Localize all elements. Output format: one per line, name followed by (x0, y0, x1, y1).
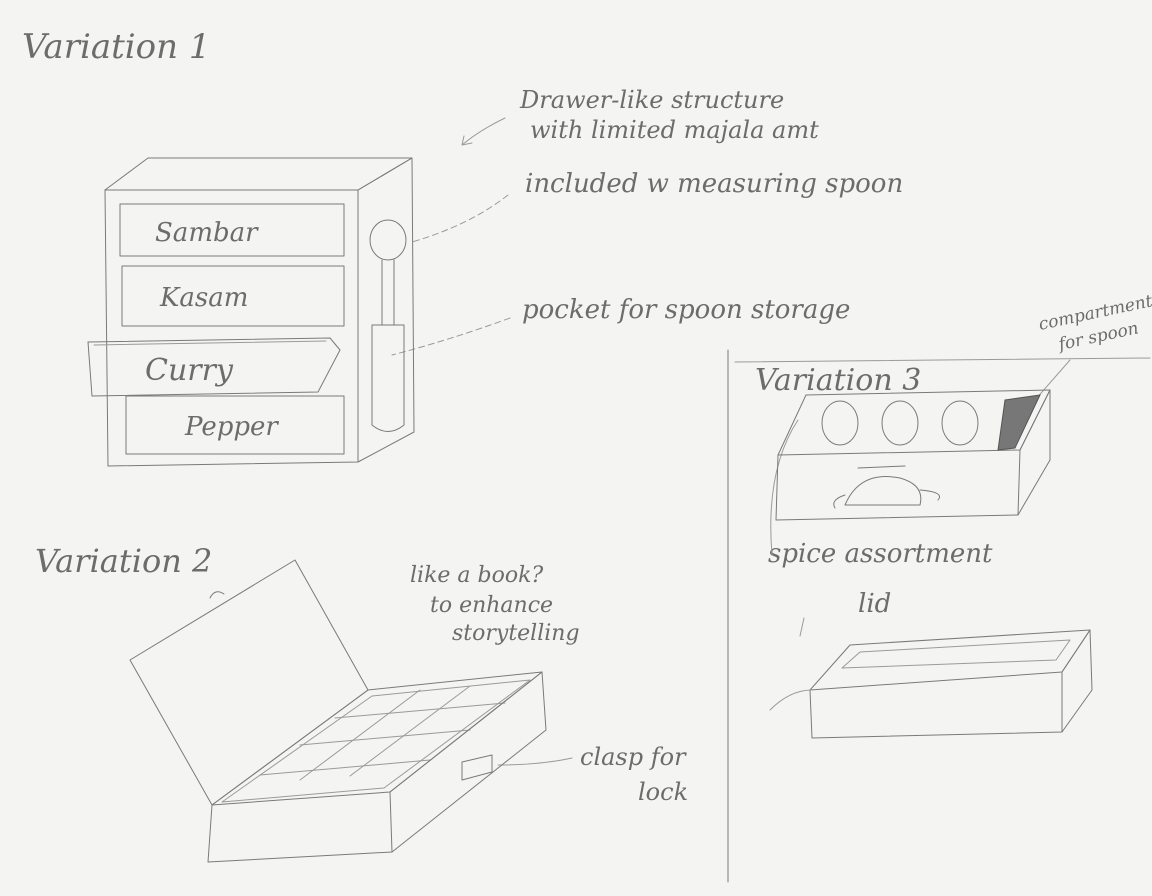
note-book-line1: like a book? (410, 563, 543, 588)
lid-drawing (769, 629, 1093, 739)
drawer-label-pepper: Pepper (184, 412, 279, 442)
note-lid: lid (858, 589, 891, 619)
note-spice-leader (770, 419, 799, 556)
drawer-cabinet-drawing (87, 157, 415, 467)
note-spoon: included w measuring spoon (525, 169, 903, 199)
spice-tray-drawing (775, 389, 1051, 521)
drawer-label-sambar: Sambar (155, 218, 259, 248)
note-spice-assortment: spice assortment (768, 539, 993, 569)
note-drawer-arrow (461, 117, 506, 146)
note-book-line3: storytelling (452, 621, 580, 646)
note-drawer-line1: Drawer-like structure (519, 86, 784, 114)
note-clasp-leader (497, 757, 573, 766)
panel-top-line (734, 357, 1151, 363)
note-spoon-leader (411, 194, 509, 243)
book-box-drawing (129, 559, 547, 863)
note-pocket-leader (391, 317, 511, 356)
variation2-title: Variation 2 (35, 542, 212, 580)
variation3-title: Variation 3 (755, 363, 921, 398)
drawer-label-curry: Curry (145, 353, 234, 388)
note-pocket: pocket for spoon storage (522, 295, 850, 325)
note-compartment-leader (1034, 359, 1071, 401)
drawer-label-kasam: Kasam (159, 283, 248, 313)
note-clasp-line1: clasp for (580, 743, 687, 771)
note-lid-tick (799, 617, 805, 637)
note-clasp-line2: lock (638, 778, 688, 806)
note-book-line2: to enhance (430, 593, 553, 618)
note-drawer-line2: with limited majala amt (530, 116, 819, 144)
variation1-title: Variation 1 (22, 27, 210, 67)
